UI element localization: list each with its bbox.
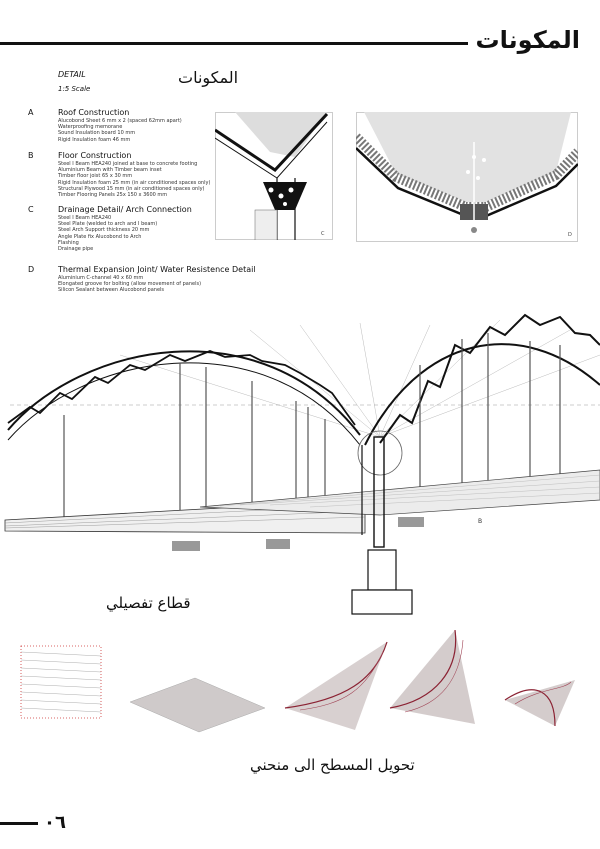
spec-line: Rigid Insulation foam 25 mm (in air cond…	[58, 179, 211, 186]
spec-line: Silicon Sealant between Alucobond panels	[58, 287, 165, 294]
spec-line: Waterproofing memorane	[58, 124, 123, 131]
page-title: المكونات	[475, 26, 580, 54]
page-number: ٠٦	[44, 812, 66, 833]
scale-label: 1:5 Scale	[58, 85, 91, 93]
spec-lines: Alucobond Sheet 6 mm x 2 (spaced 62mm ap…	[58, 118, 182, 143]
section-drawing: B	[4, 313, 600, 615]
spec-line: Steel I Beam HEA240 joined at base to co…	[58, 161, 198, 167]
spec-line: Timber Flooring Panels 25x 150 x 3600 mm	[58, 192, 168, 199]
spec-lines: Aluminium C-channel 40 x 60 mm Elongated…	[58, 275, 201, 294]
spec-line: Aluminium Beam with Timber beam inset	[58, 167, 162, 174]
section-caption: قطاع تفصيلي	[106, 594, 191, 612]
spec-line: Rigid Insulation foam 46 mm	[58, 136, 131, 143]
spec-line: Flashing	[58, 239, 79, 246]
spec-title: Thermal Expansion Joint/ Water Resistenc…	[58, 265, 256, 274]
spec-line: Angle Plate fix Alucobond to Arch	[58, 233, 142, 240]
detail-c-tag: C	[321, 231, 325, 237]
spec-lines: Steel I Beam HEA240 joined at base to co…	[58, 161, 210, 198]
footer-rule	[0, 822, 38, 825]
header-rule	[0, 42, 468, 45]
spec-title: Floor Construction	[58, 151, 132, 160]
transform-caption: تحويل المسطح الى منحني	[250, 756, 415, 774]
spec-line: Drainage pipe	[58, 246, 94, 253]
spec-line: Elongated groove for bolting (allow move…	[58, 281, 202, 288]
detail-c-drawing: C	[215, 112, 333, 240]
curve-stage-2	[389, 630, 475, 724]
spec-title: Drainage Detail/ Arch Connection	[58, 205, 192, 214]
spec-letter: C	[28, 205, 34, 214]
flat-sheet	[20, 645, 102, 719]
section-subtitle: المكونات	[178, 68, 239, 87]
spec-line: Alucobond Sheet 6 mm x 2 (spaced 62mm ap…	[58, 118, 182, 124]
spec-line: Steel Arch Support thickness 20 mm	[58, 227, 150, 234]
spec-line: Sound Insulation board 10 mm	[58, 130, 136, 137]
section-tag-b: B	[478, 518, 482, 525]
spec-letter: B	[28, 151, 34, 160]
spec-letter: D	[28, 265, 35, 274]
spec-line: Aluminium C-channel 40 x 60 mm	[58, 275, 144, 281]
spec-line: Steel Plate (welded to arch and I beam)	[58, 221, 158, 228]
spec-lines: Steel I Beam HEA240 Steel Plate (welded …	[58, 215, 157, 252]
spec-line: Steel I Beam HEA240	[58, 215, 112, 221]
spec-title: Roof Construction	[58, 108, 130, 117]
transform-diagram	[20, 630, 575, 733]
detail-d-tag: D	[568, 232, 572, 238]
spec-line: Structural Plywood 15 mm (in air conditi…	[58, 185, 205, 192]
spec-letter: A	[28, 108, 34, 117]
spec-line: Timber floor joist 65 x 30 mm	[58, 173, 133, 180]
detail-d-drawing: D	[356, 112, 578, 242]
detail-label: DETAIL	[58, 70, 86, 79]
curve-stage-3	[504, 680, 575, 727]
curve-stage-1	[284, 641, 388, 730]
flat-plane	[129, 677, 266, 733]
